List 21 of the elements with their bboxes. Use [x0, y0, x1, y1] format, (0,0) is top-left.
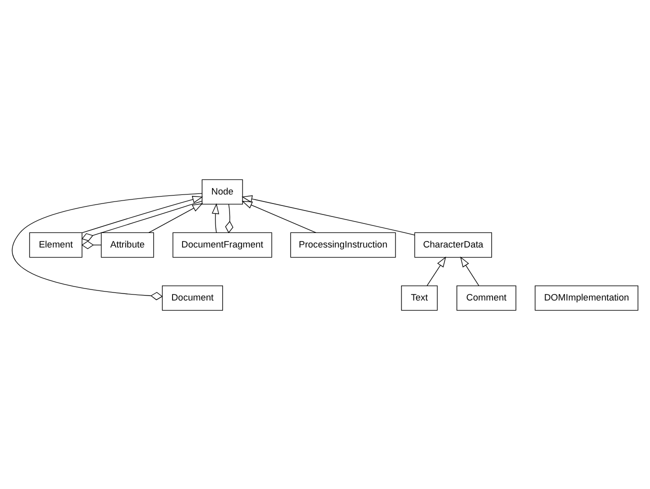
- node-box: Document: [162, 284, 223, 310]
- arrow: [460, 256, 480, 286]
- node-box: Comment: [456, 284, 516, 310]
- connector: [225, 203, 234, 233]
- node-box: CharacterData: [414, 232, 492, 258]
- arrow: [212, 202, 220, 232]
- arrow: [242, 194, 415, 235]
- arrow: [148, 202, 203, 233]
- arrow: [242, 200, 316, 233]
- connector: [12, 192, 202, 300]
- node-box: Text: [401, 284, 438, 310]
- node-box: Element: [29, 232, 82, 258]
- node-box: Node: [202, 178, 243, 204]
- node-box: DOMImplementation: [534, 284, 638, 310]
- connector: [82, 240, 102, 249]
- arrow: [82, 195, 204, 233]
- node-box: ProcessingInstruction: [290, 232, 396, 258]
- connector: [82, 200, 202, 241]
- arrow: [426, 256, 446, 286]
- node-box: DocumentFragment: [172, 232, 272, 258]
- node-box: Attribute: [100, 232, 154, 258]
